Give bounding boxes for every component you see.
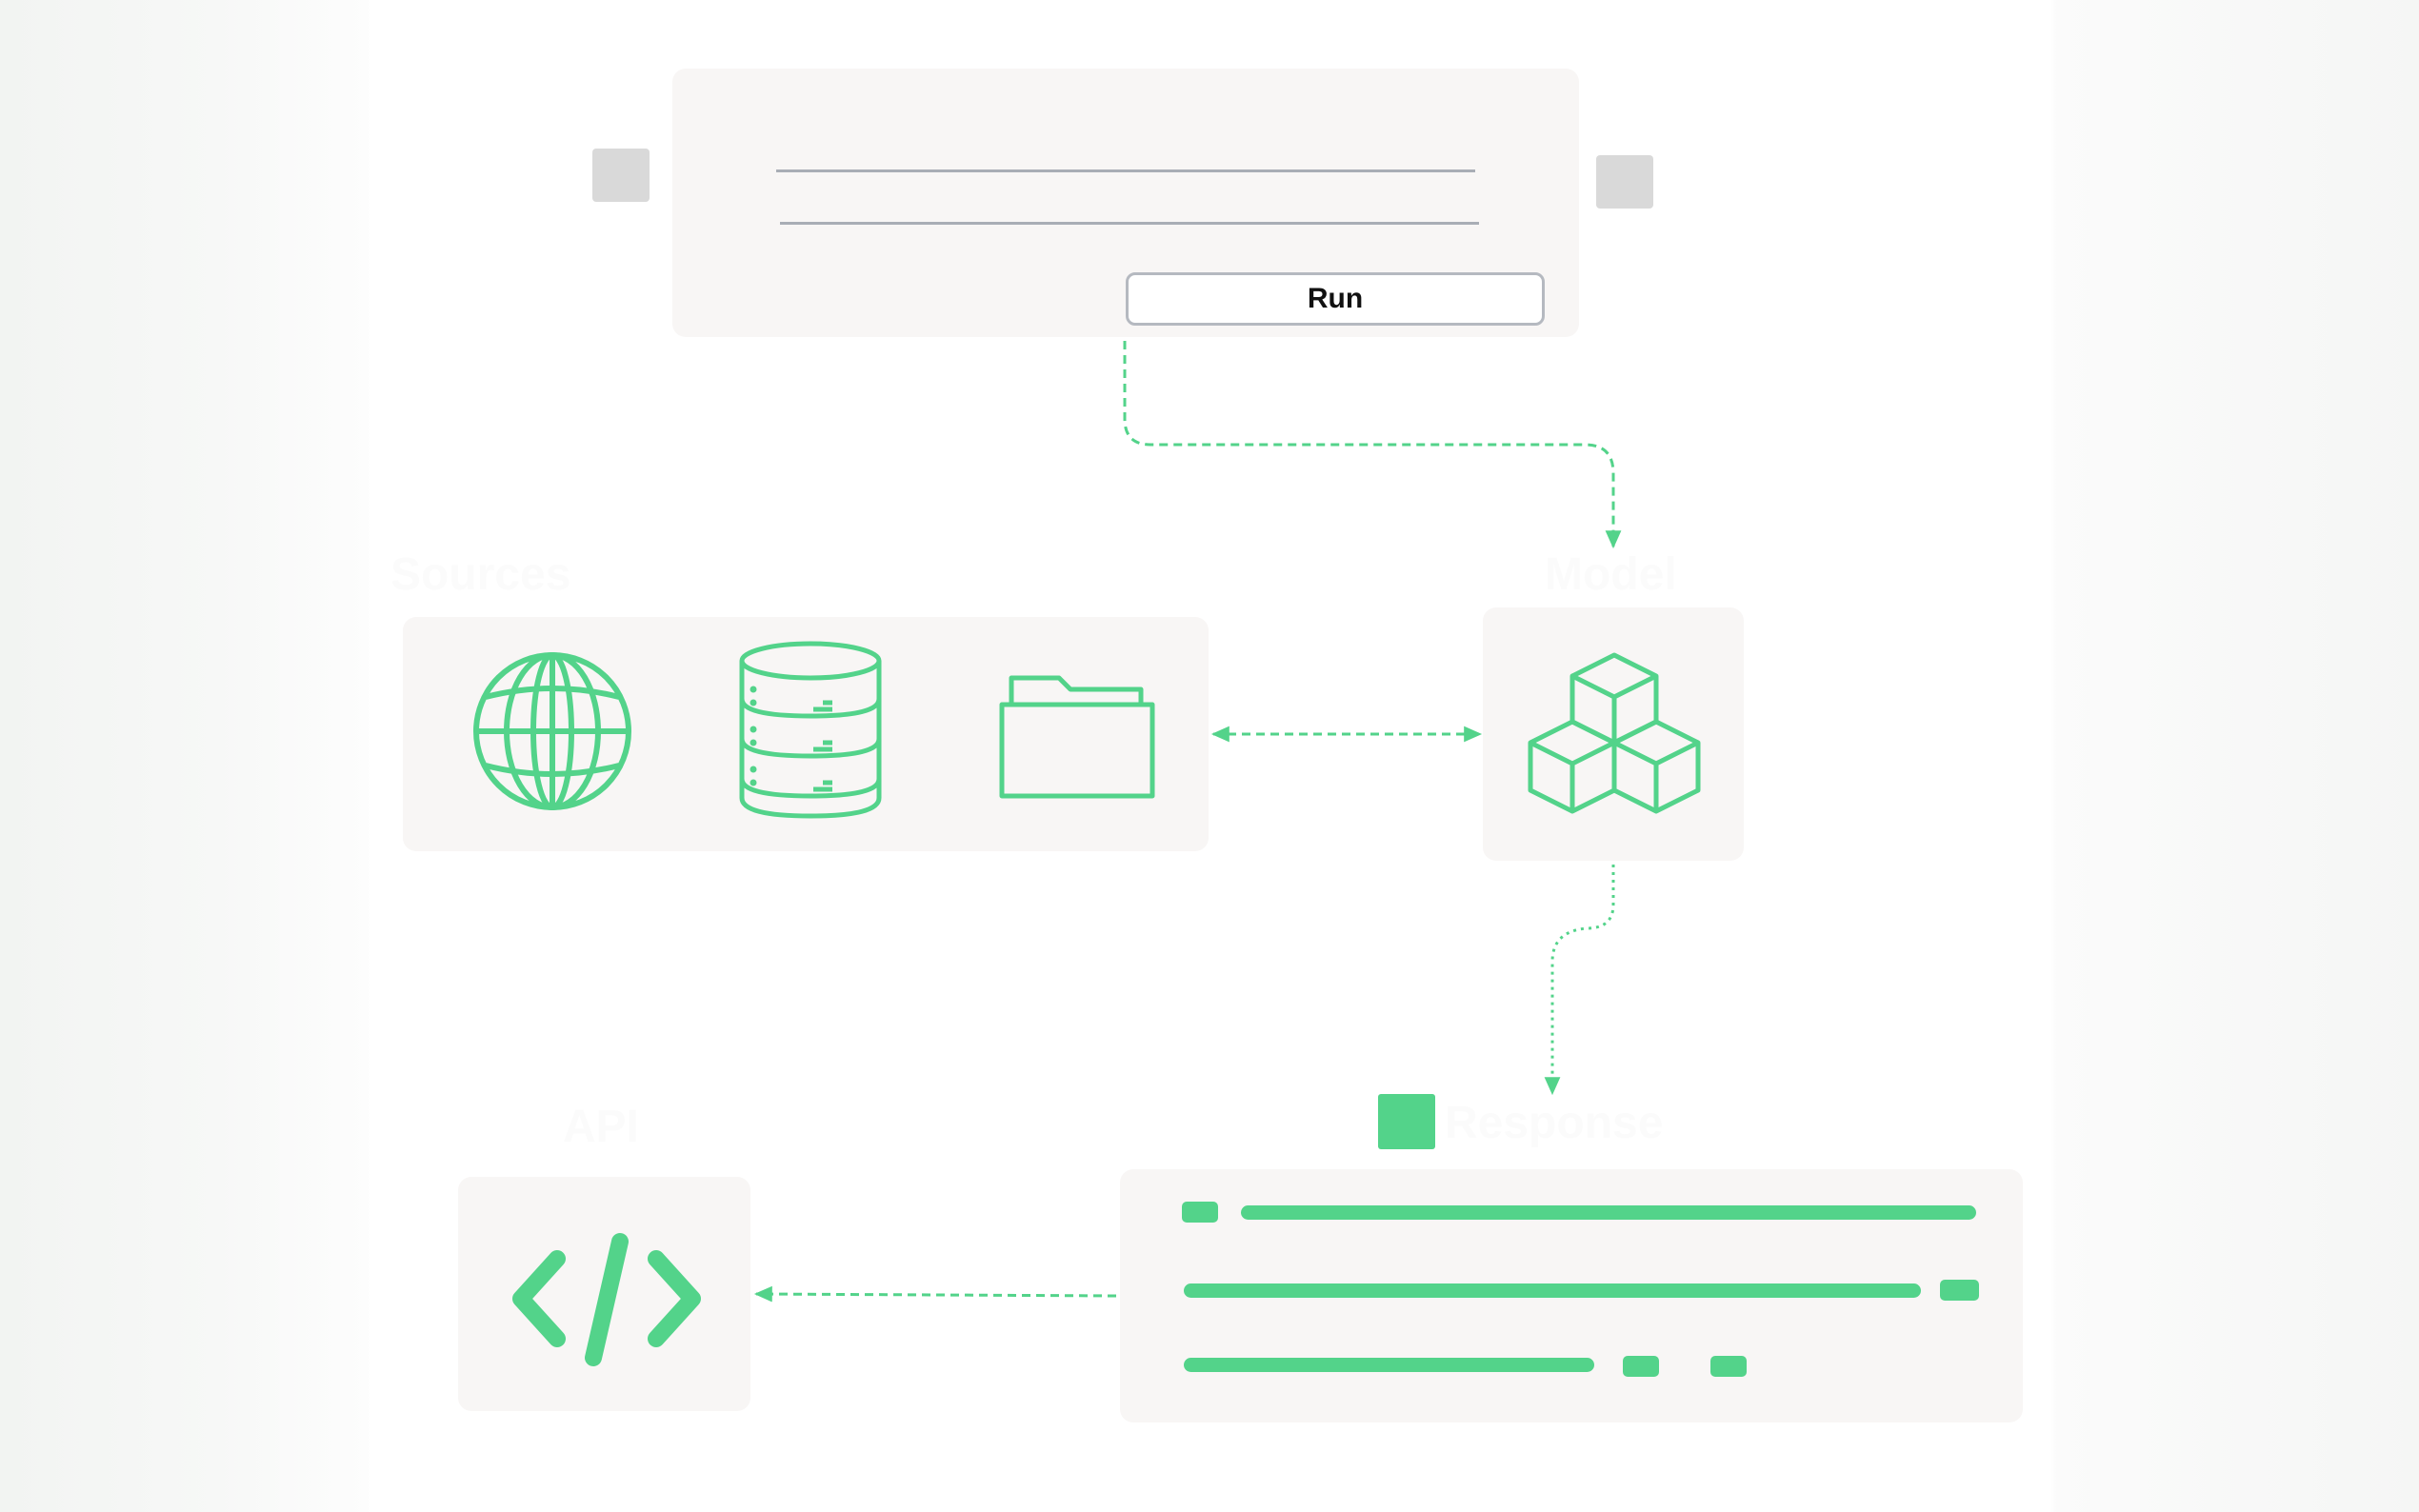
model-title: Model (1545, 549, 1677, 600)
code-icon[interactable] (511, 1232, 702, 1367)
folder-icon[interactable] (998, 670, 1156, 800)
api-title: API (563, 1102, 640, 1152)
response-chip (1940, 1280, 1979, 1301)
status-square-icon (1378, 1094, 1435, 1149)
sources-title: Sources (390, 549, 571, 600)
run-button[interactable]: Run (1126, 272, 1545, 326)
response-text-line (1184, 1283, 1921, 1298)
response-text-line (1184, 1358, 1594, 1372)
response-chip (1710, 1356, 1747, 1377)
cubes-icon[interactable] (1527, 651, 1702, 817)
prompt-input-line[interactable] (776, 169, 1475, 172)
prompt-input-line[interactable] (780, 222, 1479, 225)
database-icon[interactable] (737, 640, 884, 821)
response-title: Response (1445, 1098, 1664, 1148)
prompt-right-placeholder (1596, 155, 1653, 209)
connector-model-to-response (1544, 865, 1615, 1096)
prompt-left-placeholder (592, 149, 650, 202)
response-chip (1182, 1202, 1218, 1223)
connector-prompt-to-model (1123, 341, 1622, 549)
connector-response-to-api (753, 1285, 1117, 1303)
response-chip (1623, 1356, 1659, 1377)
response-text-line (1241, 1205, 1976, 1220)
globe-icon[interactable] (472, 651, 632, 811)
